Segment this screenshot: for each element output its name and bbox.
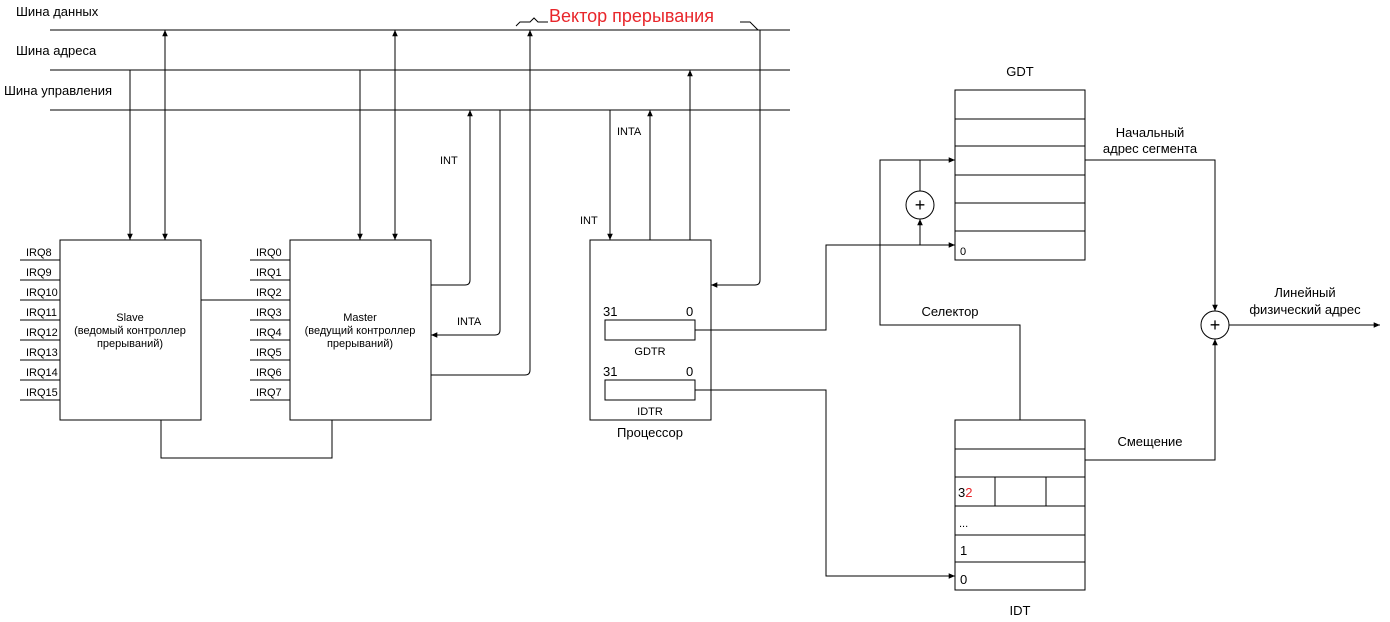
slave-irq-label: IRQ12 [26,327,58,339]
gdtr-register [604,319,696,341]
master-irq-label: IRQ1 [256,267,282,279]
idt-dots: ... [959,518,968,530]
idt-one: 1 [960,543,967,558]
master-title: Master [343,312,377,324]
vector-bracket-right [740,21,759,31]
gdt-table: GDT 0 [954,64,1086,261]
linear-adder-plus: + [1210,315,1221,335]
base-to-adder-arrow [1085,159,1218,311]
master-irq-label: IRQ5 [256,347,282,359]
buses: Шина данных Шина адреса Шина управления … [4,4,790,111]
slave-box [59,239,202,421]
master-subtitle-1: (ведущий контроллер [305,325,416,337]
master-irq-label: IRQ3 [256,307,282,319]
gdtr-name: GDTR [634,346,665,358]
offset-label: Смещение [1117,434,1182,449]
selector-arrow [879,157,1021,478]
cpu-label: Процессор [617,425,683,440]
master-int-label: INT [440,155,458,167]
slave-irq-label: IRQ10 [26,287,58,299]
linear-label-2: физический адрес [1249,302,1361,317]
address-bus-label: Шина адреса [16,43,97,58]
gdt-zero: 0 [960,246,966,258]
gdt-base-label-1: Начальный [1116,125,1184,140]
master-inta-arrow [431,110,501,338]
vector-label: Вектор прерывания [549,6,714,26]
idt-zero: 0 [960,572,967,587]
slave-subtitle-1: (ведомый контроллер [74,325,186,337]
idt-title: IDT [1010,603,1031,618]
gdt-title: GDT [1006,64,1034,79]
idt-box [954,419,1086,591]
slave-irq-label: IRQ11 [26,307,57,319]
idt-table: 32 ... 1 0 IDT [954,419,1086,618]
cpu: Процессор 31 0 GDTR 31 0 IDTR [589,239,712,440]
idtr-name: IDTR [637,406,663,418]
slave-controller: Slave (ведомый контроллер прерываний) IR… [20,239,202,421]
gdt-adder-plus: + [915,195,926,215]
gdtr-hi: 31 [603,304,617,319]
master-controller: Master (ведущий контроллер прерываний) I… [250,239,432,421]
master-int-arrow [431,110,473,286]
slave-irq-label: IRQ15 [26,387,58,399]
vector-to-cpu-arrow [711,29,761,288]
idtr-to-idt-arrow [695,389,955,579]
master-irq-label: IRQ6 [256,367,282,379]
data-bus-label: Шина данных [16,4,99,19]
master-inta-label: INTA [457,316,482,328]
gdt-base-label-2: адрес сегмента [1103,141,1198,156]
master-subtitle-2: прерываний) [327,338,393,350]
vector-bracket-left [515,17,548,27]
idtr-hi: 31 [603,364,617,379]
master-irq-label: IRQ0 [256,247,282,259]
master-irq-label: IRQ2 [256,287,282,299]
gdtr-lo: 0 [686,304,693,319]
slave-irq-label: IRQ14 [26,367,58,379]
master-box [289,239,432,421]
idtr-register [604,379,696,401]
slave-subtitle-2: прерываний) [97,338,163,350]
slave-irq-label: IRQ9 [26,267,52,279]
slave-title: Slave [116,312,144,324]
linear-label-1: Линейный [1274,285,1335,300]
idtr-lo: 0 [686,364,693,379]
control-bus-label: Шина управления [4,83,112,98]
cascade-bottom-line [160,420,333,459]
slave-irq-label: IRQ8 [26,247,52,259]
gdtr-to-gdt-arrow [695,242,955,331]
master-vector-arrow [431,29,533,376]
idt-entry-index: 32 [958,485,972,500]
offset-arrow [1065,339,1218,478]
cpu-int-label: INT [580,215,598,227]
master-irq-label: IRQ7 [256,387,282,399]
selector-label: Селектор [921,304,978,319]
slave-irq-label: IRQ13 [26,347,58,359]
master-irq-label: IRQ4 [256,327,282,339]
cpu-inta-label: INTA [617,126,642,138]
